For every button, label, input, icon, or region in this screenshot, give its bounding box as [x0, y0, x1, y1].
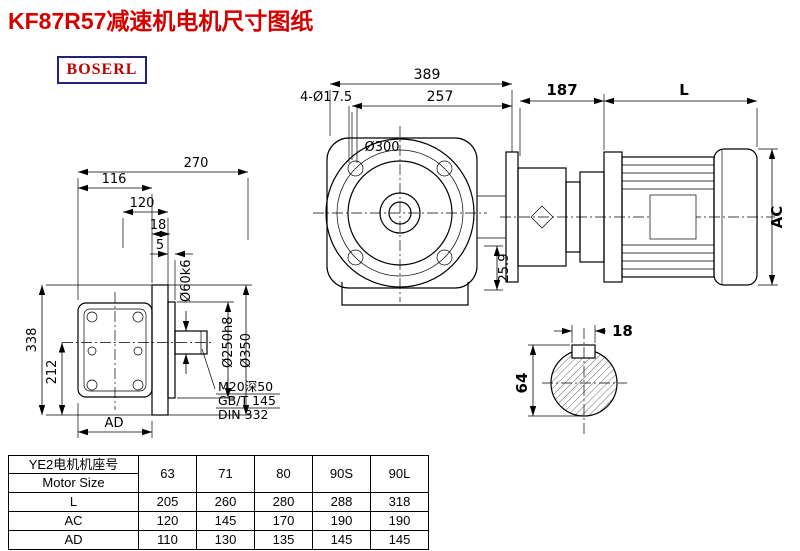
motor-size-table: YE2电机机座号 Motor Size 63 71 80 90S 90L L 2… [8, 455, 429, 550]
row-label: AC [8, 511, 139, 531]
table-cell: 135 [254, 530, 313, 550]
note-tapped-hole: M20深50 [218, 379, 273, 394]
output-side-dimensions: 270 116 120 18 5 338 212 [25, 156, 280, 438]
output-side-view [62, 284, 214, 416]
table-corner-cell: YE2电机机座号 Motor Size [8, 455, 139, 493]
dim-120-label: 120 [130, 196, 155, 211]
motor-side-view [500, 148, 775, 286]
table-cell: 280 [254, 492, 313, 512]
table-cell: 318 [370, 492, 429, 512]
table-cell: 145 [370, 530, 429, 550]
motor-dimensions: 187 L AC [519, 81, 786, 286]
dim-5-label: 5 [156, 238, 164, 253]
dim-64-label: 64 [513, 373, 531, 394]
dim-key-18-label: 18 [612, 322, 633, 340]
shaft-section-view: 18 64 [513, 322, 633, 434]
table-cell: 205 [138, 492, 197, 512]
table-header-cell: 71 [196, 455, 255, 493]
terminal-box [650, 195, 696, 239]
note-gb-standard: GB/T 145 [218, 393, 276, 408]
dim-bolt-holes-label: 4-Ø17.5 [300, 90, 352, 105]
output-shaft [174, 330, 208, 355]
table-cell: 190 [312, 511, 371, 531]
table-cell: 288 [312, 492, 371, 512]
table-header-cell: 80 [254, 455, 313, 493]
dim-AC-label: AC [768, 206, 786, 229]
motor-fins [622, 164, 714, 270]
table-cell: 145 [312, 530, 371, 550]
dim-338-label: 338 [25, 328, 40, 353]
front-view-dimensions: 389 257 4-Ø17.5 Ø300 25.9 [300, 67, 513, 291]
table-corner-en: Motor Size [42, 475, 105, 490]
brand-logo-text: BOSERL [66, 61, 138, 78]
dim-18-label: 18 [150, 218, 167, 233]
dim-257-label: 257 [427, 89, 454, 105]
dim-L-label: L [679, 81, 689, 99]
row-label: L [8, 492, 139, 512]
dim-116-label: 116 [102, 172, 127, 187]
table-cell: 190 [370, 511, 429, 531]
table-header-cell: 63 [138, 455, 197, 493]
dim-187-label: 187 [546, 81, 577, 99]
table-corner-cn: YE2电机机座号 [9, 456, 138, 474]
table-header-cell: 90L [370, 455, 429, 493]
table-row-AD: AD 110 130 135 145 145 [8, 530, 429, 550]
table-cell: 110 [138, 530, 197, 550]
table-header-row: YE2电机机座号 Motor Size 63 71 80 90S 90L [8, 455, 429, 493]
dim-flange-dia-label: Ø350 [239, 333, 254, 368]
fan-cowl [713, 148, 758, 286]
dim-bolt-circle-label: Ø300 [364, 140, 399, 155]
table-row-AC: AC 120 145 170 190 190 [8, 511, 429, 531]
table-header-cell: 90S [312, 455, 371, 493]
table-cell: 170 [254, 511, 313, 531]
table-cell: 260 [196, 492, 255, 512]
table-cell: 120 [138, 511, 197, 531]
dim-shaft-dia-label: Ø60k6 [179, 259, 194, 302]
output-flange [151, 284, 169, 416]
row-label: AD [8, 530, 139, 550]
table-cell: 145 [196, 511, 255, 531]
brand-logo-box: BOSERL [57, 56, 147, 84]
dim-AD-label: AD [105, 416, 124, 431]
dim-25-9-label: 25.9 [497, 254, 512, 283]
dim-270-label: 270 [184, 156, 209, 171]
table-cell: 130 [196, 530, 255, 550]
dim-212-label: 212 [45, 360, 60, 385]
page-title: KF87R57减速机电机尺寸图纸 [8, 8, 314, 34]
dim-spigot-dia-label: Ø250h8 [221, 316, 236, 368]
keyway [571, 344, 596, 359]
dim-389-label: 389 [414, 67, 441, 83]
front-flange-view [313, 126, 506, 306]
table-row-L: L 205 260 280 288 318 [8, 492, 429, 512]
note-din-standard: DIN 332 [218, 407, 269, 422]
